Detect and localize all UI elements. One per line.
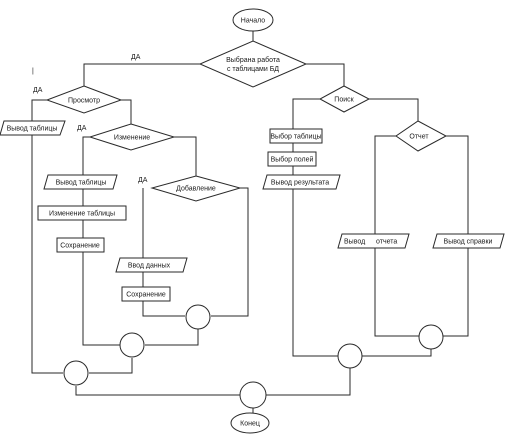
search-select-fields-label: Выбор полей xyxy=(271,156,314,164)
edge-search-to-report xyxy=(369,98,419,121)
add-input-data-label: Ввод данных xyxy=(128,263,171,270)
edge-change-col-3 xyxy=(82,252,120,346)
edge-report-to-right xyxy=(446,135,469,234)
connector-lines xyxy=(31,31,469,413)
edge-left-merge-to-final xyxy=(75,386,240,396)
edge-report-to-left xyxy=(374,135,396,234)
merge-circle-change xyxy=(119,332,145,358)
change-output-table-label: Вывод таблицы xyxy=(56,179,107,187)
add-save-label: Сохранение xyxy=(126,292,166,299)
end-ellipse xyxy=(230,412,270,434)
search-output-result-shape xyxy=(262,174,341,190)
report-output-io: Вывод отчета xyxy=(337,233,410,249)
search-decision: Поиск xyxy=(318,85,371,113)
change-save-process: Сохранение xyxy=(56,237,105,253)
change-table-process: Изменение таблицы xyxy=(37,205,127,221)
change-decision-label: Изменение xyxy=(114,135,150,142)
change-decision-diamond xyxy=(88,123,176,151)
search-decision-diamond xyxy=(318,85,371,113)
report-output-label-report: отчета xyxy=(376,239,397,246)
yes-label-change: ДА xyxy=(77,125,87,132)
reference-output-io: Вывод справки xyxy=(432,233,505,249)
merge-circle-add xyxy=(185,304,211,330)
edge-report-right-down xyxy=(443,248,469,337)
edge-view-to-change xyxy=(121,99,132,124)
report-decision-label: Отчет xyxy=(409,134,429,141)
reference-output-label: Вывод справки xyxy=(444,239,493,246)
yes-label-view: ДА xyxy=(33,87,43,94)
add-input-data-io: Ввод данных xyxy=(115,257,188,273)
merge-circle-search xyxy=(337,343,363,369)
yes-label-main: ДА xyxy=(131,54,141,61)
change-table-rect xyxy=(37,205,127,221)
edge-add-col-2 xyxy=(142,301,185,317)
main-decision-diamond xyxy=(198,40,308,88)
edge-search-to-col xyxy=(292,98,320,129)
change-decision: Изменение xyxy=(88,123,176,151)
report-decision: Отчет xyxy=(395,120,448,152)
reference-output-shape xyxy=(432,233,505,249)
search-select-fields-rect xyxy=(267,151,317,167)
search-select-table-label: Выбор таблицы xyxy=(270,133,321,141)
report-output-label-word: Вывод xyxy=(344,239,365,246)
edge-change-to-add xyxy=(174,136,197,176)
change-save-label: Сохранение xyxy=(60,243,100,250)
edge-main-to-view xyxy=(83,63,200,86)
search-select-table-rect xyxy=(269,128,323,144)
search-decision-label: Поиск xyxy=(334,97,354,104)
edge-add-merge-to-change-merge xyxy=(145,329,199,346)
add-save-rect xyxy=(121,286,171,302)
merge-circle-final xyxy=(239,381,267,409)
view-decision-diamond xyxy=(45,85,123,114)
view-decision: Просмотр xyxy=(45,85,123,114)
add-decision-diamond xyxy=(150,175,242,202)
change-output-table-shape xyxy=(43,174,118,190)
change-save-rect xyxy=(56,237,105,253)
tick-mark: | xyxy=(32,68,34,75)
report-decision-diamond xyxy=(395,120,448,152)
edge-change-to-col xyxy=(82,136,90,175)
add-decision-label: Добавление xyxy=(176,185,216,193)
main-decision-label-line1: Выбрана работа xyxy=(226,56,280,64)
main-decision: Выбрана работа с таблицами БД xyxy=(198,40,308,88)
edge-report-merge-to-search-merge xyxy=(362,349,432,357)
change-output-table-io: Вывод таблицы xyxy=(43,174,118,190)
add-save-process: Сохранение xyxy=(121,286,171,302)
edge-search-col-3 xyxy=(292,189,338,357)
search-output-result-label: Вывод результата xyxy=(271,180,329,187)
add-input-data-shape xyxy=(115,257,188,273)
edge-add-right xyxy=(211,187,249,317)
edge-view-output-down xyxy=(31,135,63,374)
edge-change-merge-to-left-merge xyxy=(89,358,133,374)
start-ellipse xyxy=(232,8,274,32)
main-decision-label-line2: с таблицами БД xyxy=(227,65,279,73)
merge-circle-report xyxy=(418,324,444,350)
view-output-table-shape xyxy=(0,120,66,136)
end-label: Конец xyxy=(240,421,260,428)
change-table-label: Изменение таблицы xyxy=(49,210,115,218)
view-decision-label: Просмотр xyxy=(68,98,100,105)
edge-view-to-output xyxy=(31,99,47,121)
merge-circle-view xyxy=(63,360,89,386)
start-label: Начало xyxy=(241,18,265,25)
end-terminator: Конец xyxy=(230,412,270,434)
start-terminator: Начало xyxy=(232,8,274,32)
search-select-fields-process: Выбор полей xyxy=(267,151,317,167)
merge-connectors xyxy=(63,304,444,409)
search-output-result-io: Вывод результата xyxy=(262,174,341,190)
edge-search-merge-to-final xyxy=(266,368,351,396)
report-output-shape xyxy=(337,233,410,249)
search-select-table-process: Выбор таблицы xyxy=(269,128,323,144)
edge-report-left-down xyxy=(374,248,419,337)
view-output-table-label: Вывод таблицы xyxy=(7,125,58,133)
yes-label-add: ДА xyxy=(138,177,148,184)
edge-main-to-search xyxy=(306,63,345,86)
add-decision: Добавление xyxy=(150,175,242,202)
view-output-table-io: Вывод таблицы xyxy=(0,120,66,136)
